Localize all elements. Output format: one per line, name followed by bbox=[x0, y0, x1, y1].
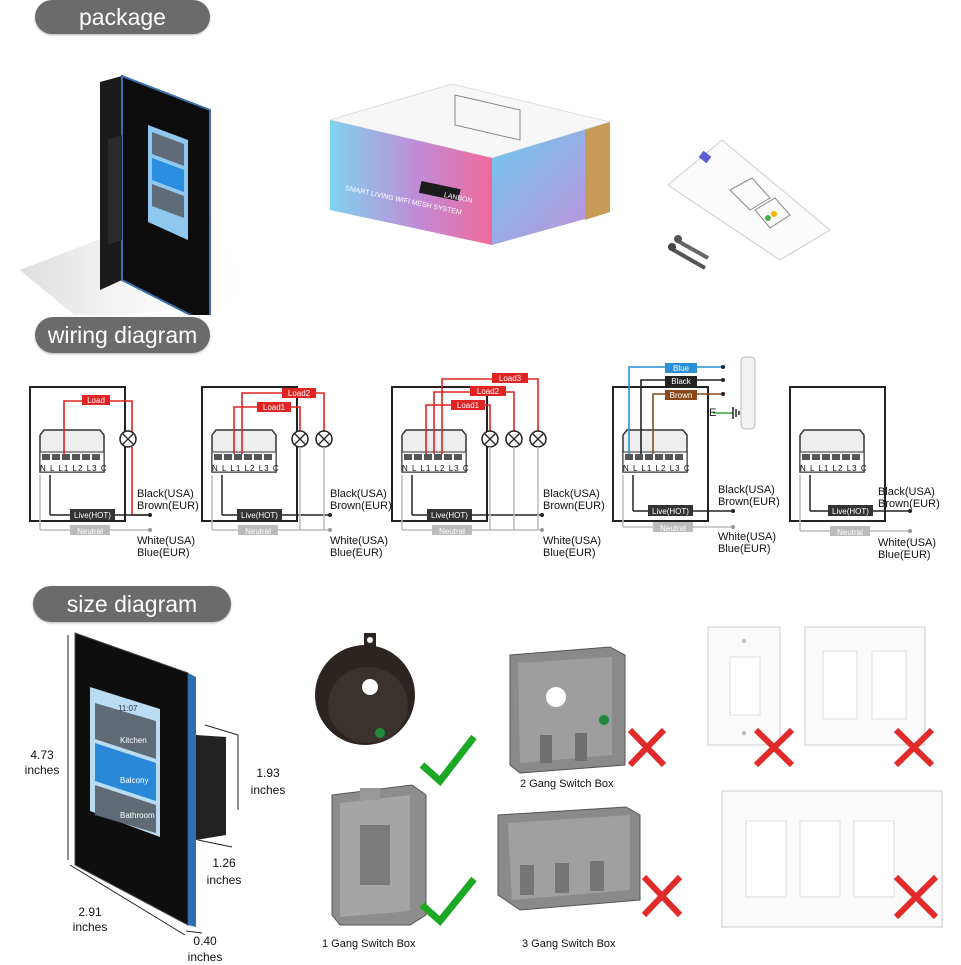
load-label-d3-2: Load2 bbox=[476, 387, 500, 396]
earth-label: E bbox=[709, 407, 717, 419]
neutral-label-d2: Neutral bbox=[245, 527, 271, 536]
load-label-d3-1: Load1 bbox=[456, 401, 480, 410]
section-title-wiring: wiring diagram bbox=[35, 317, 210, 353]
two-gang-plate-image bbox=[804, 626, 926, 746]
package-illustrations: LANBON SMART LIVING WIFI MESH SYSTEM bbox=[20, 74, 831, 315]
section-title-size: size diagram bbox=[33, 586, 231, 622]
live-label-d3: Live(HOT) bbox=[431, 511, 468, 520]
wiring-diagram-1-gang bbox=[29, 386, 152, 535]
switch-panel-size-image bbox=[74, 632, 226, 927]
live-label-d2: Live(HOT) bbox=[241, 511, 278, 520]
live-label-d5: Live(HOT) bbox=[832, 507, 869, 516]
wiring-diagram-with-wires bbox=[612, 356, 756, 532]
wire-label-brown: Brown bbox=[669, 391, 693, 400]
neutral-wire-legend-d4: White(USA)Blue(EUR) bbox=[718, 531, 777, 555]
caption-one-gang-box: 1 Gang Switch Box bbox=[322, 938, 416, 950]
check-icon-one-gang bbox=[419, 876, 477, 927]
wiring-diagram-3-gang bbox=[391, 373, 547, 535]
load-label-d2-2: Load2 bbox=[287, 389, 311, 398]
load-label-d1: Load bbox=[87, 396, 105, 405]
product-box-image: LANBON SMART LIVING WIFI MESH SYSTEM bbox=[328, 83, 612, 245]
screen-item-balcony: Balcony bbox=[120, 776, 149, 785]
hot-wire-legend-d2: Black(USA)Brown(EUR) bbox=[330, 488, 392, 512]
neutral-wire-legend-d3: White(USA)Blue(EUR) bbox=[543, 535, 602, 559]
wiring-diagram-no-load bbox=[789, 386, 912, 536]
wiring-diagram-2-gang bbox=[201, 386, 333, 535]
neutral-wire-legend-d2: White(USA)Blue(EUR) bbox=[330, 535, 389, 559]
section-title-package: package bbox=[35, 0, 210, 34]
caption-two-gang-box: 2 Gang Switch Box bbox=[520, 778, 614, 790]
cross-icon-one-gang-plate bbox=[753, 727, 795, 768]
hot-wire-legend-d1: Black(USA)Brown(EUR) bbox=[137, 488, 199, 512]
three-gang-plate-image bbox=[721, 790, 943, 928]
round-box-image bbox=[315, 633, 415, 745]
hot-wire-legend-d5: Black(USA)Brown(EUR) bbox=[878, 486, 940, 510]
manual-and-screws-image bbox=[667, 139, 831, 270]
three-gang-box-image bbox=[497, 806, 641, 911]
terminal-letters-d2: N L L1 L2 L3 C bbox=[212, 464, 280, 473]
neutral-label-d3: Neutral bbox=[439, 527, 465, 536]
live-label-d1: Live(HOT) bbox=[74, 511, 111, 520]
wire-label-black: Black bbox=[671, 377, 691, 386]
hot-wire-legend-d3: Black(USA)Brown(EUR) bbox=[543, 488, 605, 512]
live-label-d4: Live(HOT) bbox=[652, 507, 689, 516]
screen-item-kitchen: Kitchen bbox=[120, 736, 147, 745]
check-icon-round-box bbox=[419, 734, 477, 787]
cross-icon-two-gang bbox=[627, 727, 667, 768]
terminal-letters-d1: N L L1 L2 L3 C bbox=[40, 464, 108, 473]
terminal-letters-d4: N L L1 L2 L3 C bbox=[623, 464, 691, 473]
wiring-diagrams bbox=[29, 356, 912, 536]
neutral-label-d1: Neutral bbox=[77, 527, 103, 536]
neutral-label-d5: Neutral bbox=[837, 528, 863, 537]
cross-icon-three-gang bbox=[641, 874, 683, 918]
terminal-letters-d3: N L L1 L2 L3 C bbox=[402, 464, 470, 473]
hot-wire-legend-d4: Black(USA)Brown(EUR) bbox=[718, 484, 780, 508]
load-label-d2-1: Load1 bbox=[262, 403, 286, 412]
two-gang-box-image bbox=[509, 646, 626, 774]
cross-icon-two-gang-plate bbox=[893, 727, 935, 768]
one-gang-plate-image bbox=[707, 626, 781, 746]
one-gang-box-image bbox=[331, 784, 427, 926]
switch-panel-image bbox=[100, 74, 211, 315]
neutral-label-d4: Neutral bbox=[660, 524, 686, 533]
cross-icon-three-gang-plate bbox=[893, 874, 939, 920]
neutral-wire-legend-d5: White(USA)Blue(EUR) bbox=[878, 537, 937, 561]
caption-three-gang-box: 3 Gang Switch Box bbox=[522, 938, 616, 950]
screen-time: 11:07 bbox=[118, 704, 138, 713]
size-illustrations bbox=[67, 626, 943, 936]
load-label-d3-3: Load3 bbox=[498, 374, 522, 383]
screen-item-bathroom: Bathroom bbox=[120, 811, 155, 820]
terminal-letters-d5: N L L1 L2 L3 C bbox=[800, 464, 868, 473]
neutral-wire-legend-d1: White(USA)Blue(EUR) bbox=[137, 535, 196, 559]
wire-label-blue: Blue bbox=[672, 364, 689, 373]
